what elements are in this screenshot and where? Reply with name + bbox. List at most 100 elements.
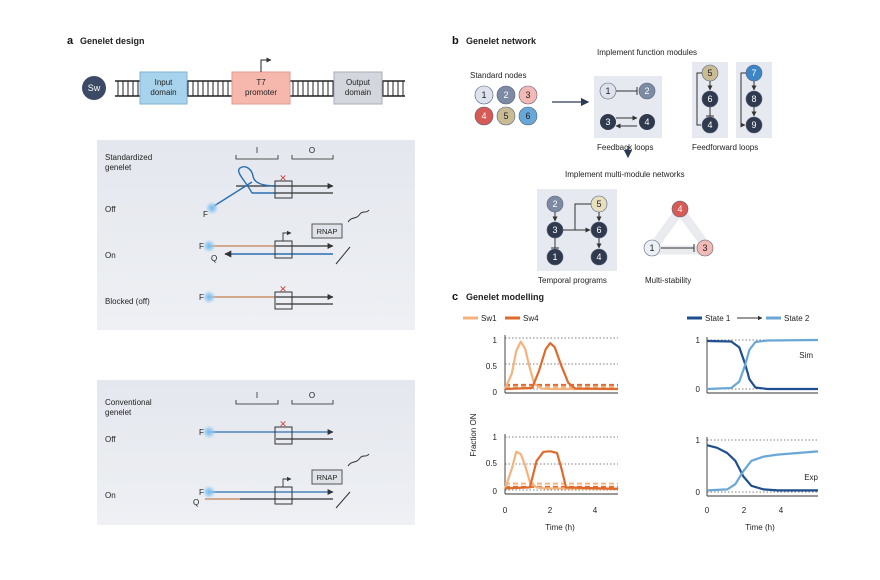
node-4-fb-label: 4 — [644, 117, 649, 127]
plot-c-right-bottom — [706, 437, 819, 497]
node-2: 2 — [638, 82, 656, 100]
promoter-line2: promoter — [245, 88, 277, 97]
conv-on-label: On — [105, 491, 116, 500]
std-blk-block-icon: ✕ — [279, 284, 287, 294]
node-3-fb-label: 3 — [605, 117, 610, 127]
node-4-circle — [474, 106, 494, 126]
ff-bypass-1 — [696, 72, 702, 126]
std-on-rnap-box — [311, 223, 343, 239]
std-on-f: F — [199, 242, 204, 251]
ytick-lt-1: 1 — [493, 336, 498, 345]
node-5-chain-label: 5 — [707, 68, 712, 78]
std-on-q: Q — [211, 254, 217, 263]
std-on-promoter-box — [274, 240, 293, 259]
node-2-label: 2 — [644, 86, 649, 96]
std-off-block-icon: ✕ — [279, 173, 287, 183]
conv-off-fluorophore — [202, 425, 216, 439]
conv-on-fluorophore — [202, 485, 216, 499]
node-2-chain-label: 2 — [552, 199, 557, 209]
conv-o-label: O — [309, 391, 315, 400]
panel-c: c Genelet modelling Sw1 Sw4 State 1 Stat… — [452, 291, 819, 532]
node-4-chain-label: 4 — [707, 120, 712, 130]
legend-sw4: Sw4 — [523, 314, 539, 323]
node-3-label: 3 — [525, 90, 530, 100]
conv-on-rnap-box — [311, 469, 343, 485]
right-yticks: 1 0 1 0 — [696, 336, 701, 497]
ytick-rt-1: 1 — [696, 336, 701, 345]
node-5-label: 5 — [503, 111, 508, 121]
std-blk-fluorophore — [202, 290, 216, 304]
node-1-chain-label: 1 — [552, 252, 557, 262]
y-axis-label: Fraction ON — [469, 413, 478, 456]
exp-label: Exp — [804, 473, 818, 482]
node-5-chain-label: 5 — [596, 199, 601, 209]
std-on-fluorophore — [202, 239, 216, 253]
series-state-1 — [706, 444, 818, 492]
panel-a-title: Genelet design — [80, 36, 145, 46]
plot-c-left-top — [503, 335, 619, 394]
sim-label: Sim — [799, 351, 813, 360]
output-domain-line2: domain — [345, 88, 371, 97]
node-2-circle — [638, 82, 656, 100]
node-8-chain-label: 8 — [751, 94, 756, 104]
std-off-fluor-strand — [213, 181, 253, 207]
feedforward-loops-label: Feedforward loops — [692, 143, 758, 152]
feedback-loops-label: Feedback loops — [597, 143, 653, 152]
left-bottom-yticks: 1 0.5 0 — [486, 433, 498, 496]
panel-b-letter: b — [452, 35, 459, 47]
ytick-lt-0: 0 — [493, 388, 498, 397]
left-xticks: 0 2 4 — [503, 506, 598, 515]
ytick-rb-0: 0 — [696, 488, 701, 497]
ff-bypass-2 — [740, 72, 746, 128]
node-5: 5 — [496, 106, 516, 126]
node-1: 1 — [599, 82, 617, 100]
node-3: 3 — [518, 85, 538, 105]
std-i-label: I — [256, 146, 258, 155]
node-4-fb — [639, 114, 655, 130]
plot-c-right-top — [706, 337, 819, 394]
xtick-l-4: 4 — [593, 506, 598, 515]
std-on-transcript-icon — [335, 209, 370, 265]
node-4-chain — [701, 116, 719, 134]
xtick-l-2: 2 — [548, 506, 553, 515]
std-off-label: Off — [105, 205, 116, 214]
std-o-bracket — [291, 155, 334, 160]
std-blk-f: F — [199, 293, 204, 302]
std-off-hairpin — [238, 166, 277, 194]
node-4: 4 — [474, 106, 494, 126]
xtick-r-4: 4 — [779, 506, 784, 515]
series-sw4 — [504, 342, 619, 391]
panel-a-letter: a — [67, 35, 74, 47]
node-9-chain-label: 9 — [751, 120, 756, 130]
std-blocked-label: Blocked (off) — [105, 297, 150, 306]
node-6: 6 — [518, 106, 538, 126]
promoter-arrow-icon — [260, 57, 272, 72]
series-sw4 — [504, 450, 619, 490]
standardized-heading-2: genelet — [105, 163, 132, 172]
multistability-label: Multi-stability — [645, 276, 691, 285]
input-domain-box — [139, 71, 188, 105]
left-top-yticks: 1 0.5 0 — [486, 336, 498, 397]
promoter-line1: T7 — [256, 78, 266, 87]
panel-c-title: Genelet modelling — [466, 292, 544, 302]
std-on-rnap: RNAP — [317, 227, 338, 236]
plot-c-left-bottom — [503, 434, 619, 495]
node-1-label: 1 — [605, 86, 610, 96]
ytick-rb-1: 1 — [696, 436, 701, 445]
panel-b-title: Genelet network — [466, 36, 537, 46]
dna-rungs — [117, 81, 404, 96]
node-3-circle — [518, 85, 538, 105]
legend-state2: State 2 — [784, 314, 810, 323]
conv-i-label: I — [256, 391, 258, 400]
node-2-circle — [496, 85, 516, 105]
conv-on-q: Q — [193, 498, 199, 507]
conv-on-promoter-arrow-icon — [282, 476, 292, 487]
conv-off-promoter-box — [274, 426, 293, 445]
node-6-chain-label: 6 — [596, 225, 601, 235]
t7-promoter-box — [231, 71, 291, 105]
node-4-label: 4 — [481, 111, 486, 121]
node-1-chain — [546, 248, 564, 266]
